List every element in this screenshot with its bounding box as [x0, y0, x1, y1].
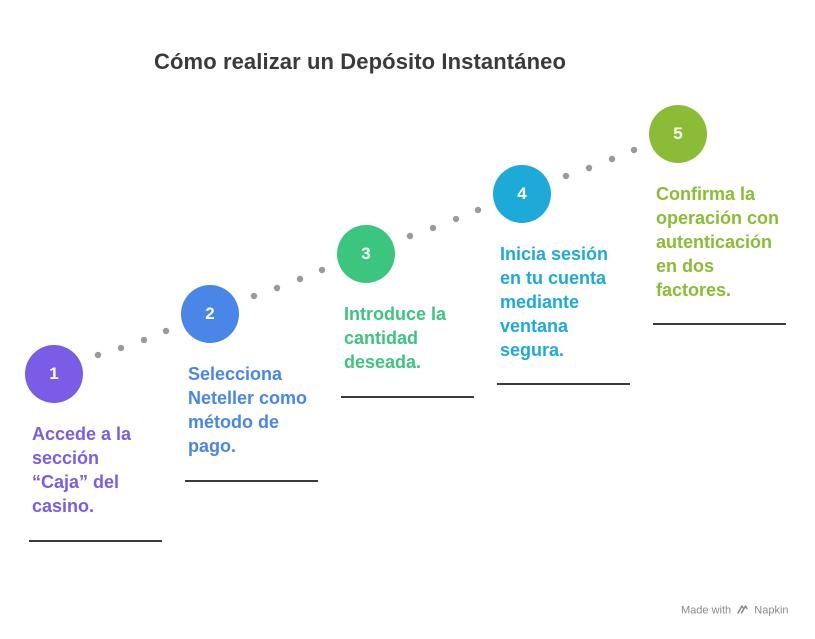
step-2-underline [185, 480, 318, 482]
diagram-title: Cómo realizar un Depósito Instantáneo [154, 49, 566, 74]
step-5-circle: 5 [649, 105, 707, 163]
napkin-brand-label: Napkin [754, 604, 789, 617]
connector-dot [117, 344, 125, 352]
connector-dot [296, 275, 304, 283]
step-1-underline [29, 540, 162, 542]
connector-dot [429, 224, 437, 232]
step-5-number: 5 [673, 124, 683, 143]
connector-dot [406, 232, 414, 240]
step-3-number: 3 [361, 244, 371, 263]
step-2-circle: 2 [181, 285, 239, 343]
connector-dot [452, 215, 460, 223]
step-3-underline [341, 396, 474, 398]
step-4-number: 4 [517, 184, 527, 203]
connector-dot [318, 266, 326, 274]
step-3-circle: 3 [337, 225, 395, 283]
step-4-circle: 4 [493, 165, 551, 223]
napkin-logo-icon [737, 605, 748, 614]
connector-dot [273, 284, 281, 292]
made-with-napkin-footer: Made with Napkin [681, 604, 789, 617]
step-4-underline [497, 383, 630, 385]
connector-dot [162, 327, 170, 335]
connector-dot [474, 206, 482, 214]
step-1-text: Accede a la sección “Caja” del casino. [32, 424, 132, 516]
step-5-underline [653, 323, 786, 325]
step-1-number: 1 [49, 364, 59, 383]
made-with-label: Made with [681, 604, 732, 617]
connector-dot [94, 351, 102, 359]
step-2-text: Selecciona Neteller como método de pago. [188, 364, 308, 456]
step-4-text: Inicia sesión en tu cuenta mediante vent… [500, 244, 609, 360]
step-2-number: 2 [205, 304, 215, 323]
step-3-text: Introduce la cantidad deseada. [344, 304, 447, 372]
connector-dot [562, 172, 570, 180]
step-5-text: Confirma la operación con autenticación … [656, 184, 780, 300]
connector-dot [140, 336, 148, 344]
connector-dot [585, 164, 593, 172]
connector-dot [250, 292, 258, 300]
step-1-circle: 1 [25, 345, 83, 403]
connector-dot [630, 146, 638, 154]
connector-dot [608, 155, 616, 163]
